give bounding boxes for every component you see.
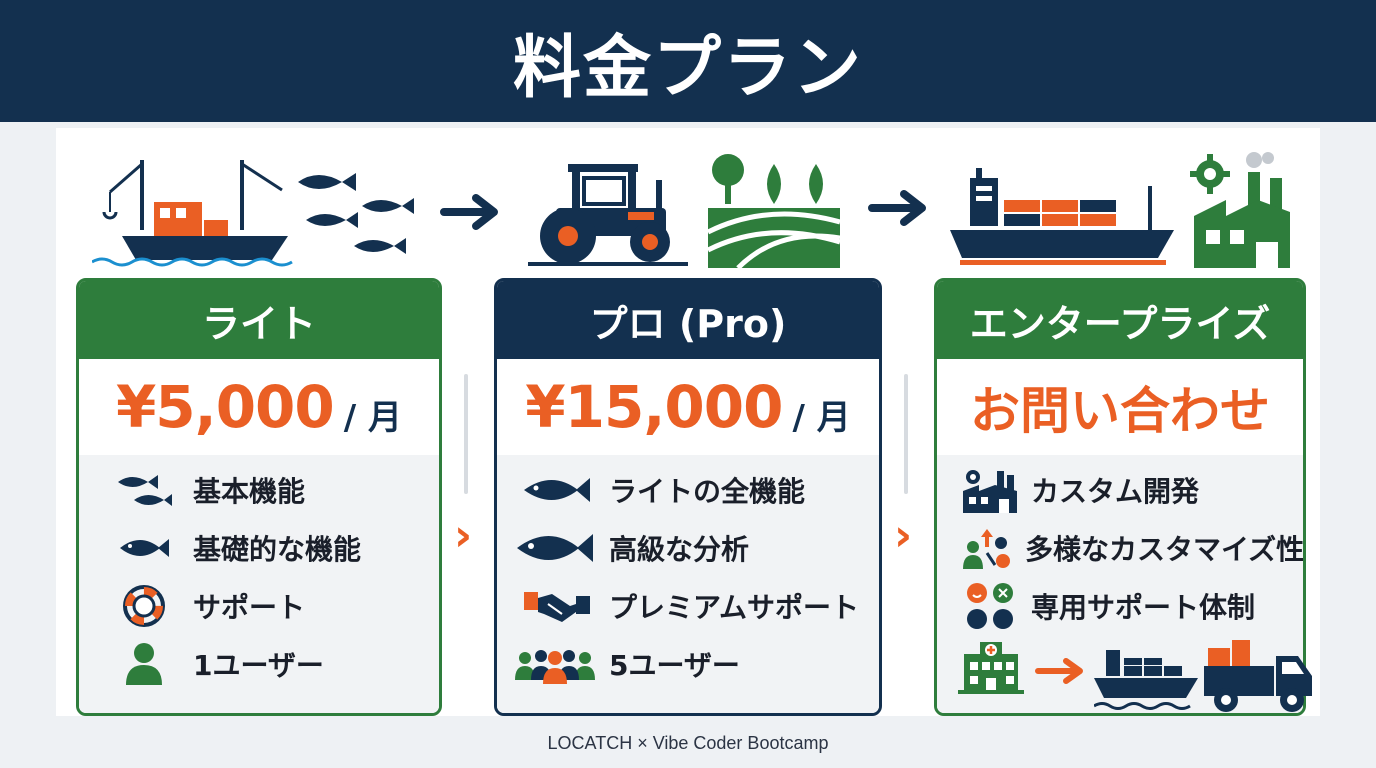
feature-label: 1ユーザー — [193, 649, 324, 682]
list-item: 5ユーザー — [497, 635, 879, 693]
divider — [464, 374, 468, 494]
plan-card-pro[interactable]: プロ (Pro) ¥15,000 / 月 ライトの全機能 高級な分析 プレミアム… — [494, 278, 882, 716]
feature-label: 5ユーザー — [609, 649, 740, 682]
small-fish-icon — [109, 465, 179, 515]
feature-label: カスタム開発 — [1031, 475, 1200, 508]
arrow-right-icon — [440, 194, 498, 230]
feature-label: ライトの全機能 — [609, 475, 806, 508]
price-period: / 月 — [792, 397, 851, 438]
list-item: 1ユーザー — [79, 635, 439, 693]
feature-label: プレミアムサポート — [609, 591, 860, 624]
feature-list: カスタム開発 多様なカスタマイズ性 専用サポート体制 — [937, 455, 1303, 713]
fish-icon — [519, 465, 595, 515]
ship-icon — [1094, 650, 1198, 710]
list-item: 専用サポート体制 — [937, 577, 1303, 635]
contact-us-label: お問い合わせ — [970, 382, 1270, 440]
users-group-icon — [515, 639, 595, 689]
list-item: ライトの全機能 — [497, 461, 879, 519]
factory-icon — [959, 465, 1021, 515]
fish-school-icon — [298, 173, 414, 254]
list-item: 高級な分析 — [497, 519, 879, 577]
plan-name: エンタープライズ — [969, 301, 1271, 346]
feature-list: 基本機能 基礎的な機能 サポート 1ユーザー — [79, 455, 439, 713]
list-item: サポート — [79, 577, 439, 635]
list-item: 基礎的な機能 — [79, 519, 439, 577]
delivery-truck-icon — [1204, 640, 1312, 712]
fishing-boat-icon — [92, 160, 293, 267]
customize-icon — [959, 523, 1015, 573]
lifebuoy-icon — [109, 581, 179, 631]
feature-label: 基礎的な機能 — [193, 533, 362, 566]
feature-label: 基本機能 — [193, 475, 306, 508]
price-period: / 月 — [343, 397, 403, 438]
feature-list: ライトの全機能 高級な分析 プレミアムサポート 5ユーザー — [497, 455, 879, 713]
feature-label: 高級な分析 — [609, 533, 750, 566]
user-icon — [109, 639, 179, 689]
list-item: カスタム開発 — [937, 461, 1303, 519]
factory-gear-icon — [1190, 152, 1290, 268]
handshake-icon — [519, 581, 595, 631]
arrow-right-icon — [1035, 658, 1083, 684]
page-title: 料金プラン — [512, 28, 863, 108]
divider — [904, 374, 908, 494]
chevron-right-icon: › — [454, 510, 473, 561]
plan-name: ライト — [201, 301, 316, 346]
plan-price: ¥15,000 — [525, 373, 783, 441]
large-fish-icon — [515, 523, 595, 573]
chevron-right-icon: › — [894, 510, 913, 561]
support-team-icon — [959, 581, 1021, 631]
tractor-icon — [528, 164, 688, 266]
plan-name: プロ (Pro) — [589, 301, 787, 346]
feature-label: 専用サポート体制 — [1031, 591, 1256, 624]
fish-icon — [109, 523, 179, 573]
footer-credit: LOCATCH × Vibe Coder Bootcamp — [547, 733, 829, 753]
cargo-ship-icon — [950, 168, 1174, 265]
plan-card-lite[interactable]: ライト ¥5,000 / 月 基本機能 基礎的な機能 サポート — [76, 278, 442, 716]
farm-field-icon — [708, 154, 840, 270]
arrow-right-icon — [868, 190, 926, 226]
feature-label: サポート — [193, 591, 306, 624]
hospital-icon — [958, 642, 1024, 694]
plan-price: ¥5,000 — [115, 373, 335, 441]
list-item: 基本機能 — [79, 461, 439, 519]
list-item: プレミアムサポート — [497, 577, 879, 635]
header-bar: 料金プラン — [0, 0, 1376, 122]
list-item: 多様なカスタマイズ性 — [937, 519, 1303, 577]
feature-label: 多様なカスタマイズ性 — [1025, 533, 1305, 566]
